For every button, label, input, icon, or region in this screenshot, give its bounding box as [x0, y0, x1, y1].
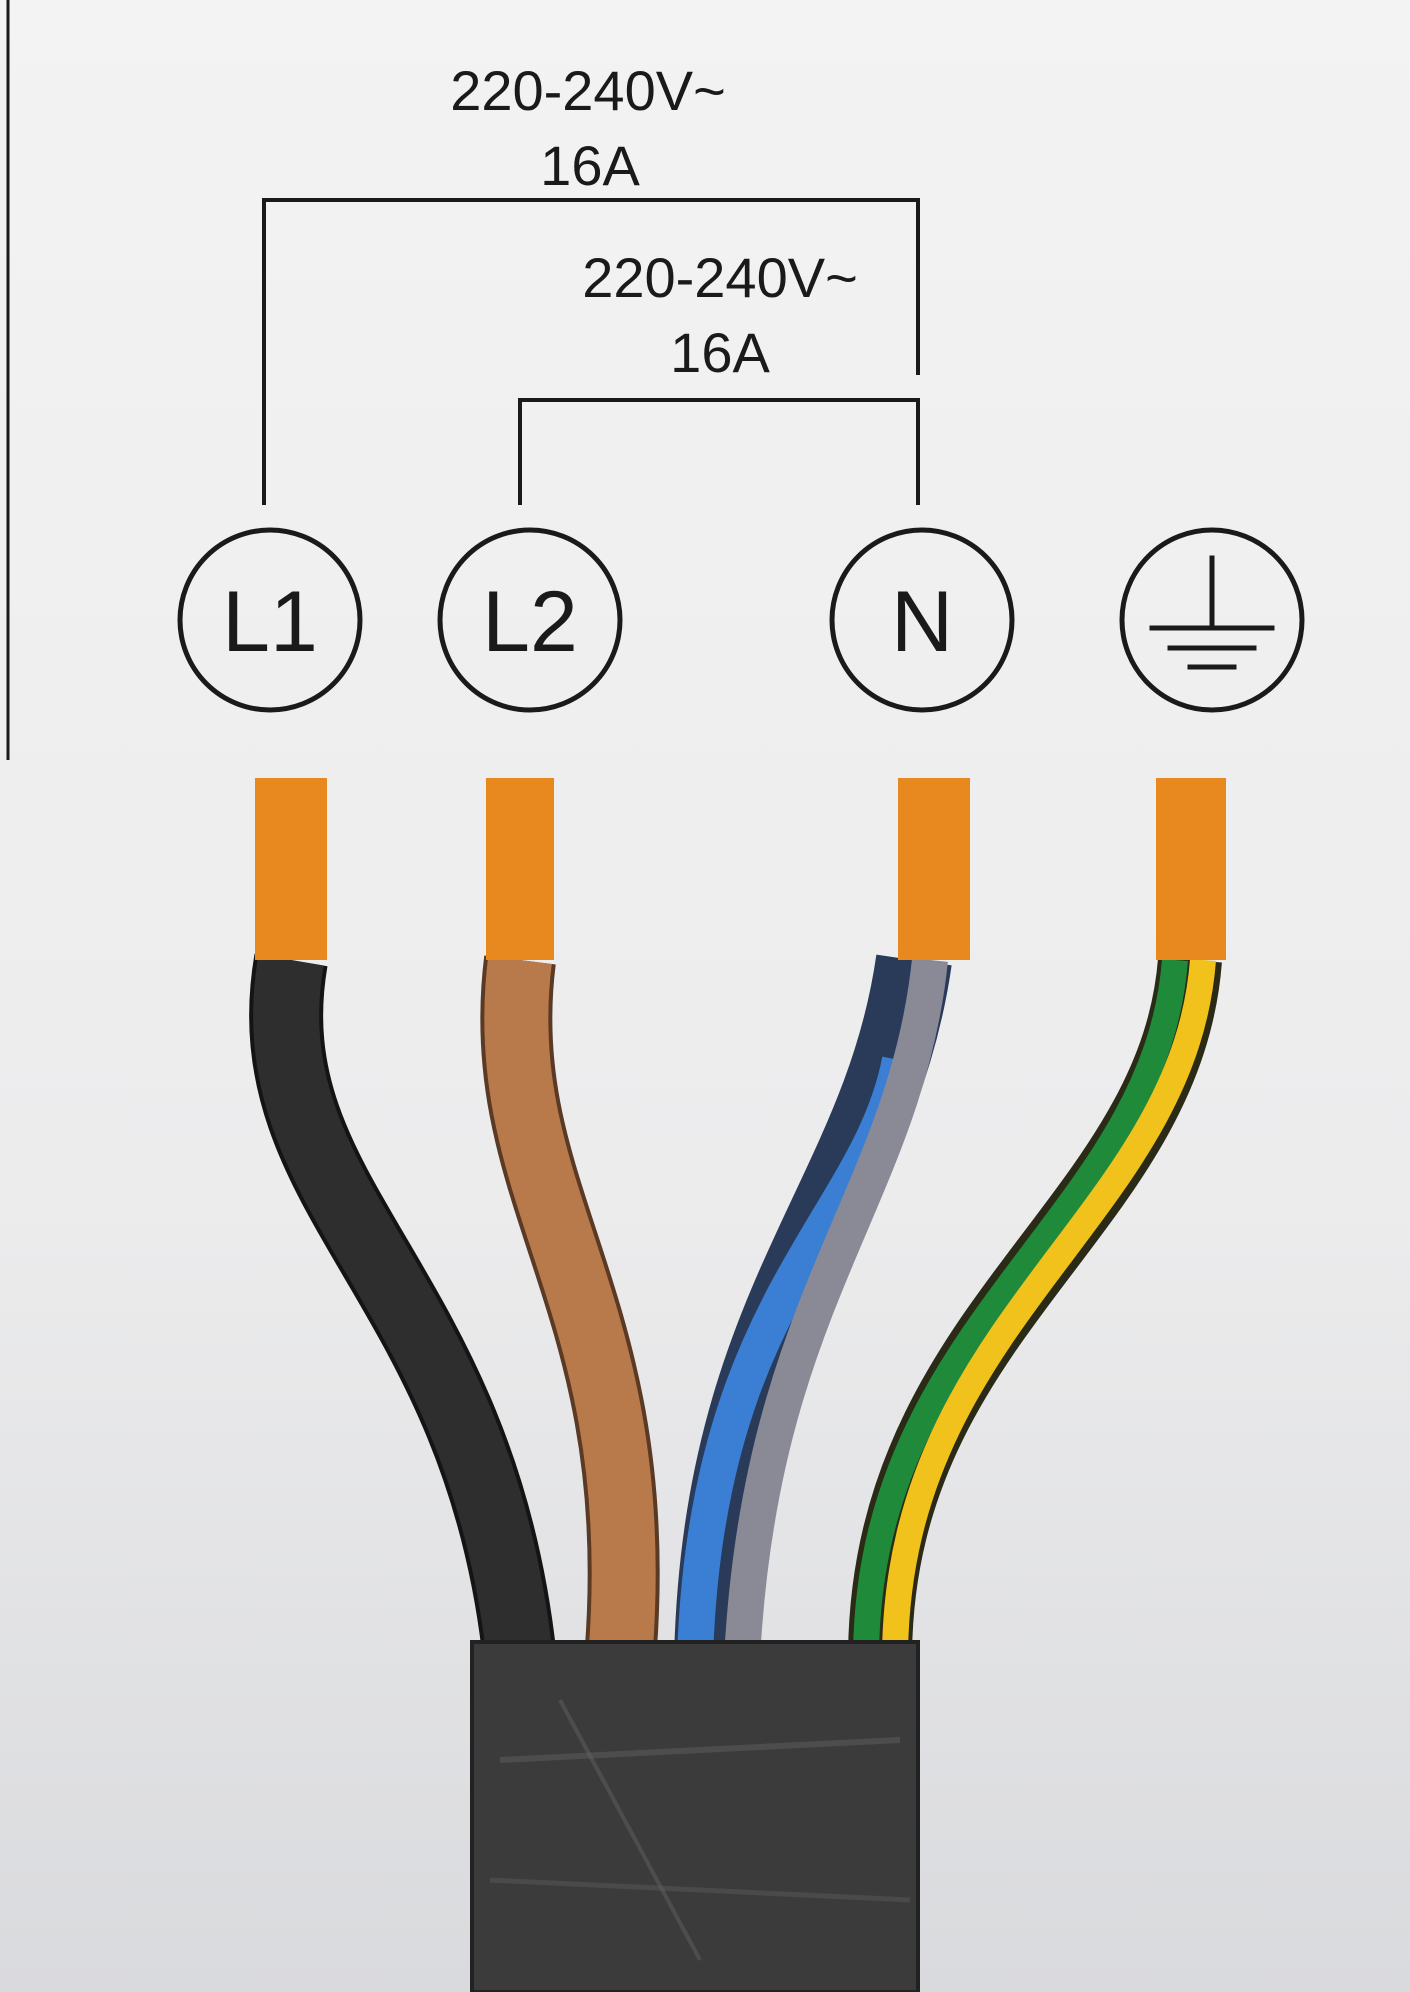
wire-earth-yellow: [882, 958, 1216, 1661]
terminal-label: L1: [222, 574, 318, 670]
wire-earth-green: [853, 958, 1188, 1661]
wire-l2-brown: [484, 956, 656, 1663]
circuit-bracket-l1-n: [262, 198, 920, 505]
earth-ground-icon: [1149, 555, 1275, 670]
wire-l1-black: [253, 954, 553, 1664]
stripped-end-l1: [255, 778, 327, 960]
terminal-circle: [829, 527, 1015, 713]
terminal-l2: L2: [437, 527, 623, 713]
rating-current-outer: 16A: [540, 134, 640, 197]
terminal-circle: [437, 527, 623, 713]
stripped-end-n: [898, 778, 970, 960]
wire-n-grey: [724, 958, 948, 1661]
circuit-bracket-l2-n: [518, 398, 920, 505]
rating-current-inner: 16A: [670, 321, 770, 384]
rating-voltage-outer: 220-240V~: [450, 59, 726, 122]
cable-sleeve: [470, 1640, 920, 1992]
terminal-label: N: [891, 574, 953, 670]
terminal-circle: [1119, 527, 1305, 713]
stripped-end-l2: [486, 778, 554, 960]
terminal-earth: [1119, 527, 1305, 713]
terminal-l1: L1: [177, 527, 363, 713]
terminal-circle: [177, 527, 363, 713]
stripped-end-earth: [1156, 778, 1226, 960]
rating-voltage-inner: 220-240V~: [582, 246, 858, 309]
terminal-n: N: [829, 527, 1015, 713]
terminal-label: L2: [482, 574, 578, 670]
